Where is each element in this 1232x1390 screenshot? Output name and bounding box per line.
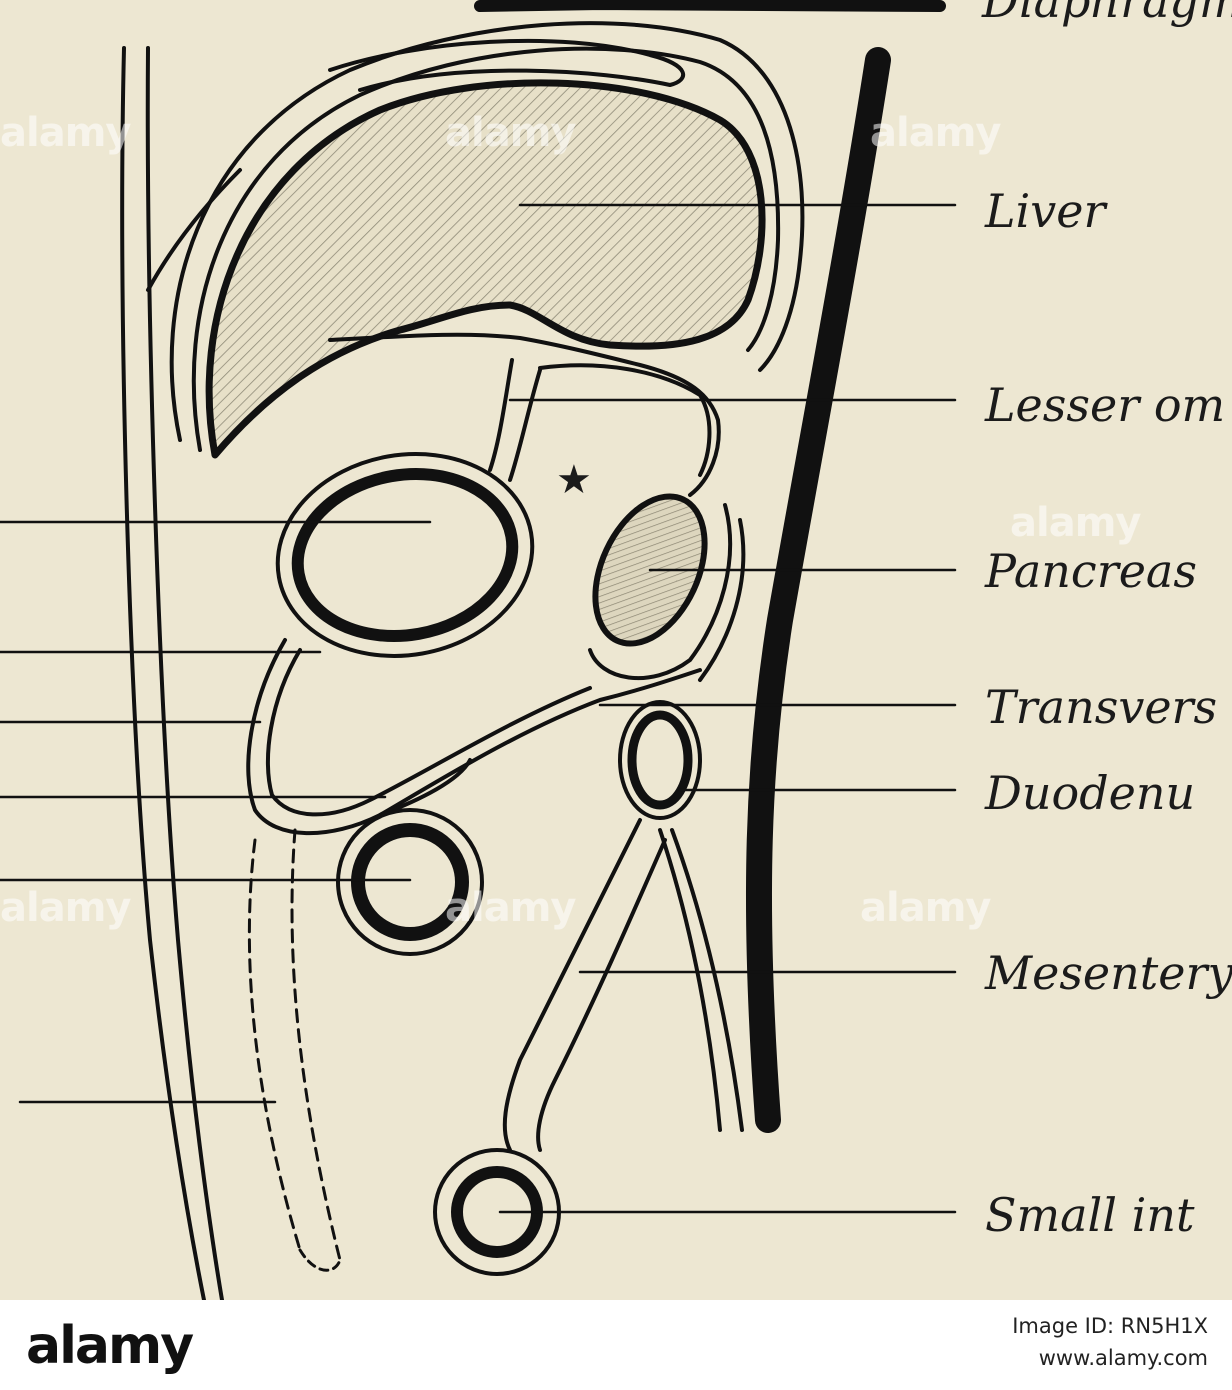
image-id: Image ID: RN5H1X	[1012, 1314, 1208, 1338]
pancreas-peritoneum-2	[698, 518, 746, 682]
watermark-1: alamy	[0, 110, 131, 156]
watermark-2: alamy	[445, 110, 576, 156]
watermark-7: alamy	[860, 885, 991, 931]
omentum-lower	[378, 758, 472, 817]
omentum-dashed-bottom	[298, 1248, 342, 1272]
brand-logo: alamy	[26, 1316, 194, 1376]
diagram-drawing	[0, 0, 957, 1300]
duodenum	[627, 710, 693, 810]
label-diaphragm: Diaphragm	[982, 0, 1232, 28]
label-mesentery: Mesentery	[985, 946, 1232, 1000]
lesser-omentum-left	[488, 358, 514, 472]
duodenum-wall	[618, 700, 702, 820]
posterior-wall	[745, 47, 891, 1133]
label-duodenum: Duodenu	[985, 766, 1196, 820]
anterior-wall-outer	[120, 46, 206, 1300]
label-pancreas: Pancreas	[985, 544, 1197, 598]
label-small-intestine: Small int	[985, 1188, 1195, 1242]
anterior-wall-inner	[145, 46, 224, 1300]
wall-fold	[146, 168, 242, 292]
peritoneum-outer	[169, 21, 805, 442]
footer-bar: alamy Image ID: RN5H1X www.alamy.com	[0, 1300, 1232, 1390]
lesser-sac-marker: ★	[556, 457, 592, 503]
watermark-3: alamy	[870, 110, 1001, 156]
pancreas-peritoneum	[588, 503, 733, 681]
label-liver: Liver	[985, 184, 1106, 238]
mesentery-root-left	[658, 828, 722, 1132]
label-lesser-omentum: Lesser om	[985, 378, 1226, 432]
watermark-5: alamy	[0, 885, 131, 931]
watermark-4: alamy	[1010, 500, 1141, 546]
mesentery-left	[502, 818, 642, 1152]
liver	[205, 79, 766, 459]
lesser-omentum-right	[508, 368, 542, 482]
transverse-colon	[351, 823, 469, 941]
site-url: www.alamy.com	[1038, 1346, 1208, 1370]
label-transverse: Transvers	[985, 680, 1218, 734]
omentum-dashed-left	[247, 838, 302, 1252]
transverse-colon-wall	[336, 808, 484, 956]
lesser-sac-inner	[538, 363, 712, 477]
stomach	[291, 468, 519, 642]
watermark-6: alamy	[445, 885, 576, 931]
diaphragm-fold	[328, 38, 686, 92]
stomach-wall	[275, 452, 535, 658]
greater-omentum-inner	[265, 648, 592, 817]
diaphragm-band	[474, 0, 946, 12]
omentum-dashed-right	[290, 828, 342, 1262]
mesentery-root-right	[670, 828, 744, 1132]
mesentery-right	[536, 838, 667, 1152]
peritoneum-inner	[191, 46, 781, 452]
anatomy-figure: ★ Diaphragm Liver Lesser om Pancreas Tra…	[0, 0, 1232, 1300]
lesser-sac-outline	[328, 332, 721, 497]
